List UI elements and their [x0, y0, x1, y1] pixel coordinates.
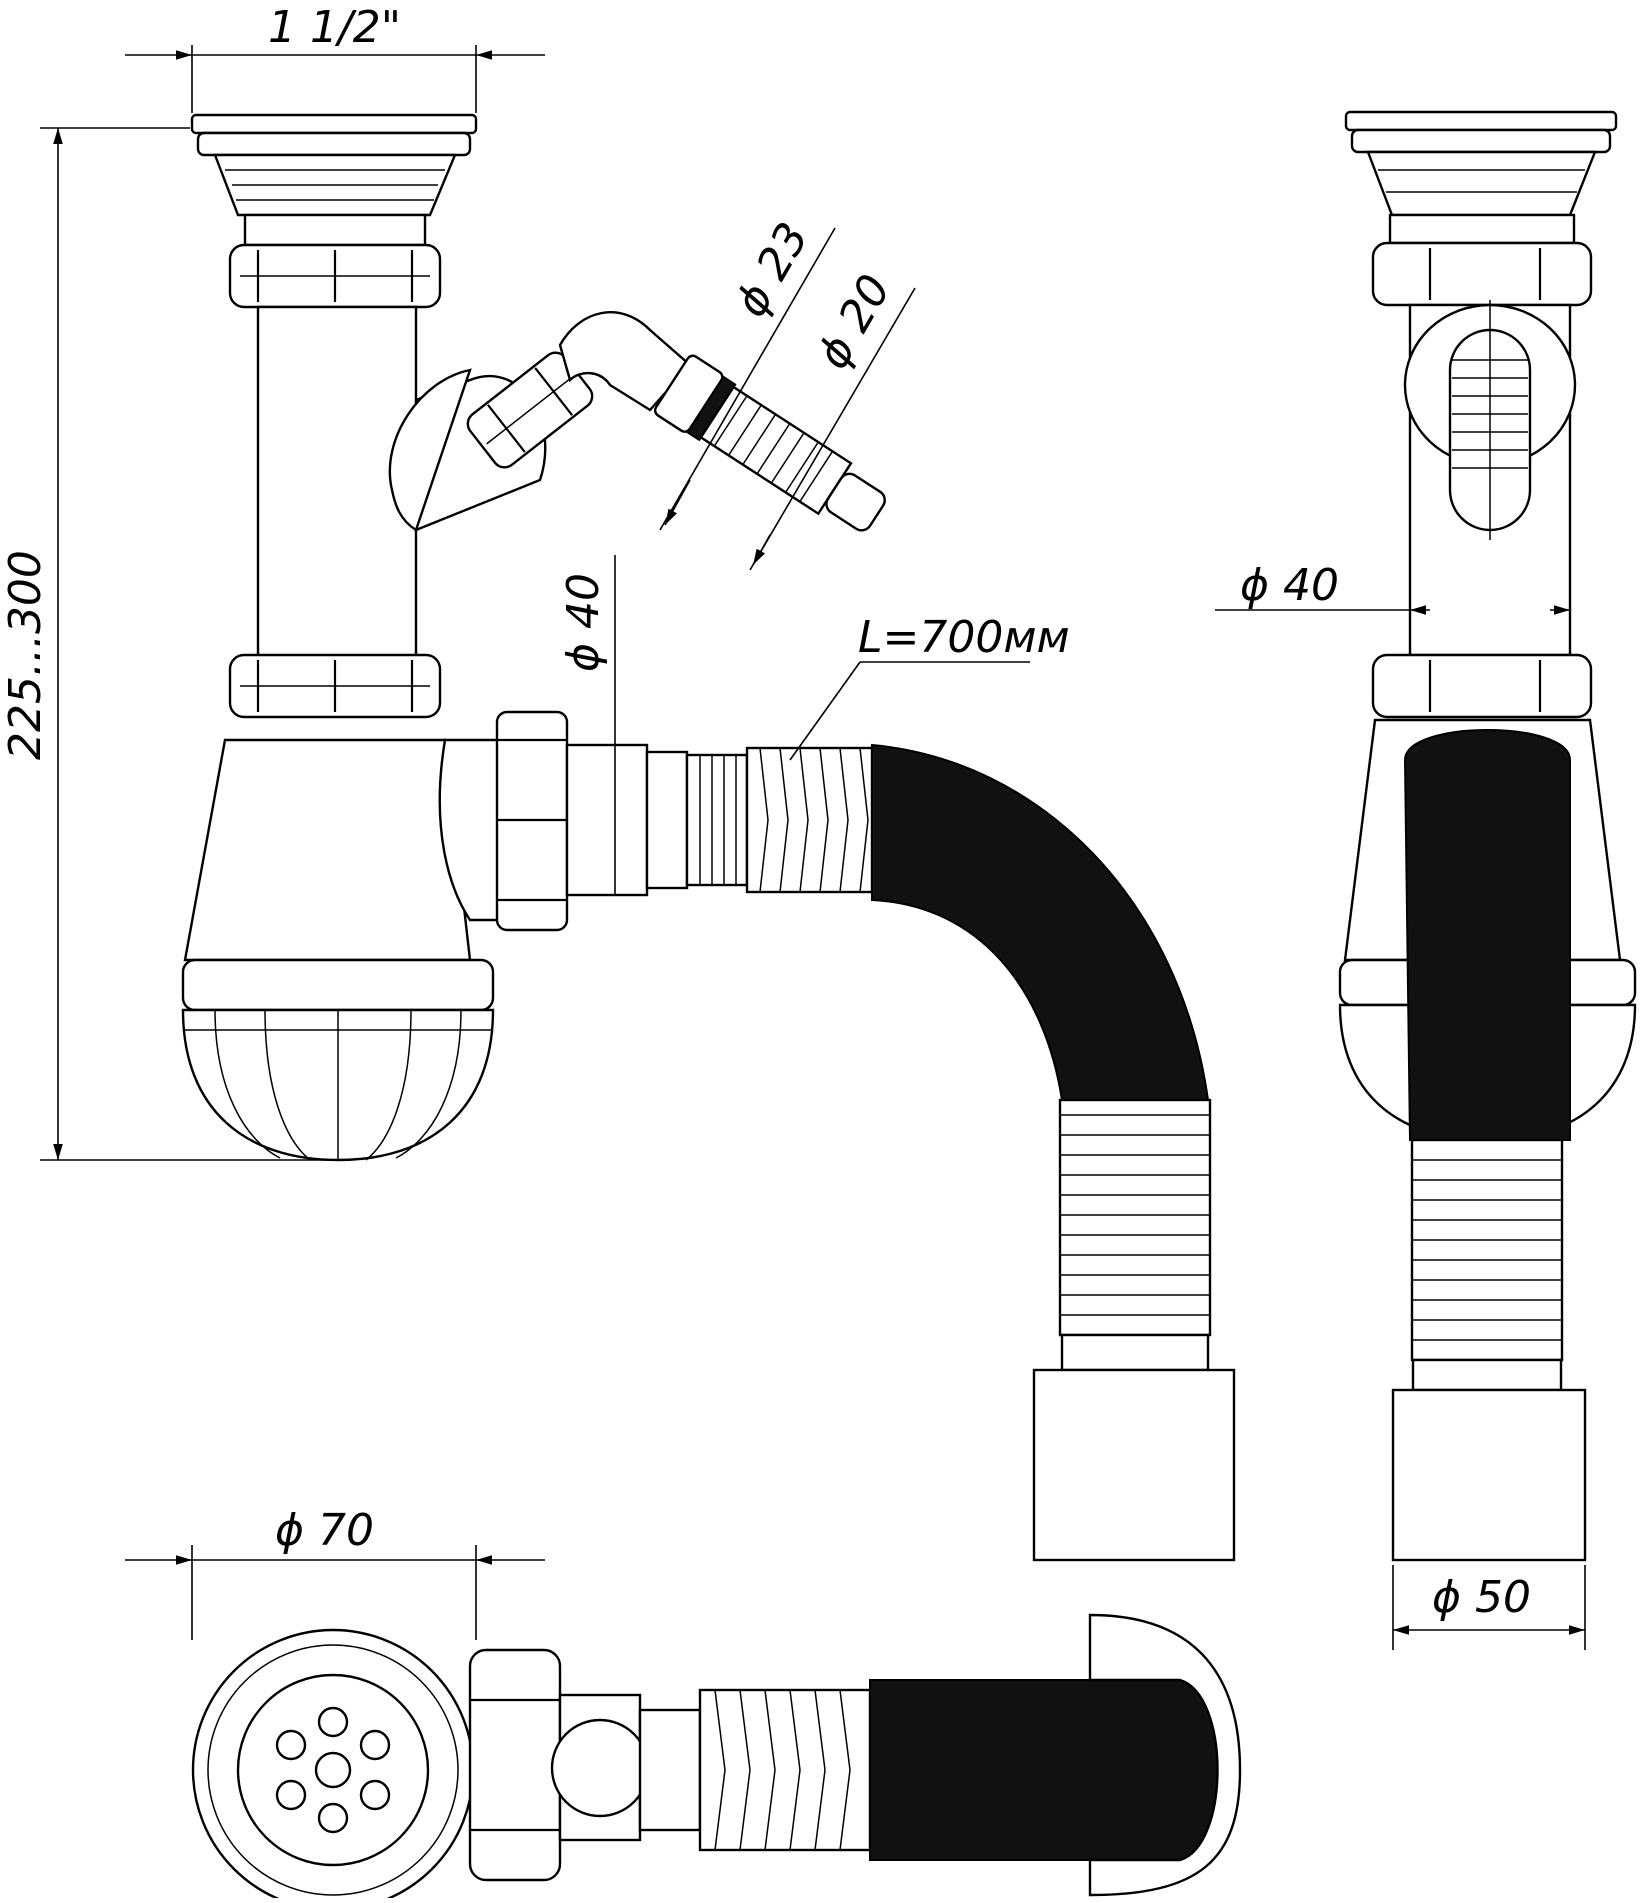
- inlet-thread-label: 1 1/2": [268, 2, 401, 53]
- hose-dark-bend: [871, 743, 1210, 1101]
- strainer-plate: [191, 1628, 475, 1903]
- outlet-coupling-nut: [495, 710, 649, 932]
- side-outlet-inner-label: ϕ 20: [807, 266, 901, 377]
- bottle-cap: [181, 958, 495, 1162]
- top-view-siphon: ϕ 70: [125, 1505, 1242, 1903]
- side-lower-nut: [1371, 653, 1593, 719]
- side-elbow: [558, 311, 692, 412]
- drain-plate-label: ϕ 70: [275, 1505, 374, 1556]
- dim-outlet-diameter: ϕ 40: [558, 555, 616, 895]
- side-outlet-outer-label: ϕ 23: [725, 214, 819, 325]
- side-internal-hose: [1403, 729, 1571, 1141]
- height-range-label: 225...300: [0, 550, 51, 760]
- upper-nut: [228, 243, 442, 309]
- dim-hose-length: L=700мм: [789, 612, 1070, 761]
- inlet-flange: [190, 113, 478, 247]
- hose-length-label: L=700мм: [858, 612, 1070, 663]
- bottle-body: [183, 738, 472, 962]
- side-ribbed-vertical: [1410, 1138, 1564, 1392]
- top-connector-end: [1088, 1613, 1242, 1897]
- lower-nut: [228, 653, 442, 719]
- hose-ribbed-light: [645, 746, 874, 894]
- bottom-connector: [1032, 1368, 1236, 1562]
- side-view-siphon: ϕ 40 ϕ 50: [1215, 110, 1637, 1650]
- hose-ribbed-vertical: [1058, 1098, 1212, 1372]
- side-outlet-nozzle: [653, 354, 886, 532]
- top-hose-dark: [869, 1679, 1223, 1861]
- dim-drain-plate: ϕ 70: [125, 1505, 545, 1640]
- side-view-nozzle: [1403, 300, 1577, 540]
- dim-inlet-thread: 1 1/2": [125, 2, 545, 113]
- dim-side-pipe: ϕ 40: [1215, 560, 1570, 615]
- side-view-pipe-label: ϕ 40: [1240, 560, 1339, 611]
- outlet-diameter-label: ϕ 40: [558, 573, 609, 672]
- top-ribbed-hose: [638, 1688, 872, 1852]
- bottom-connector-label: ϕ 50: [1432, 1572, 1531, 1623]
- side-bottom-connector: [1391, 1388, 1587, 1562]
- dim-bottom-connector: ϕ 50: [1392, 1565, 1586, 1650]
- dim-height: 225...300: [0, 127, 335, 1161]
- top-outlet-nut: [468, 1648, 650, 1882]
- side-upper-nut: [1371, 241, 1593, 307]
- front-view-siphon: 1 1/2" 225...300 ϕ 23 ϕ 20 ϕ 40 L: [0, 2, 1236, 1562]
